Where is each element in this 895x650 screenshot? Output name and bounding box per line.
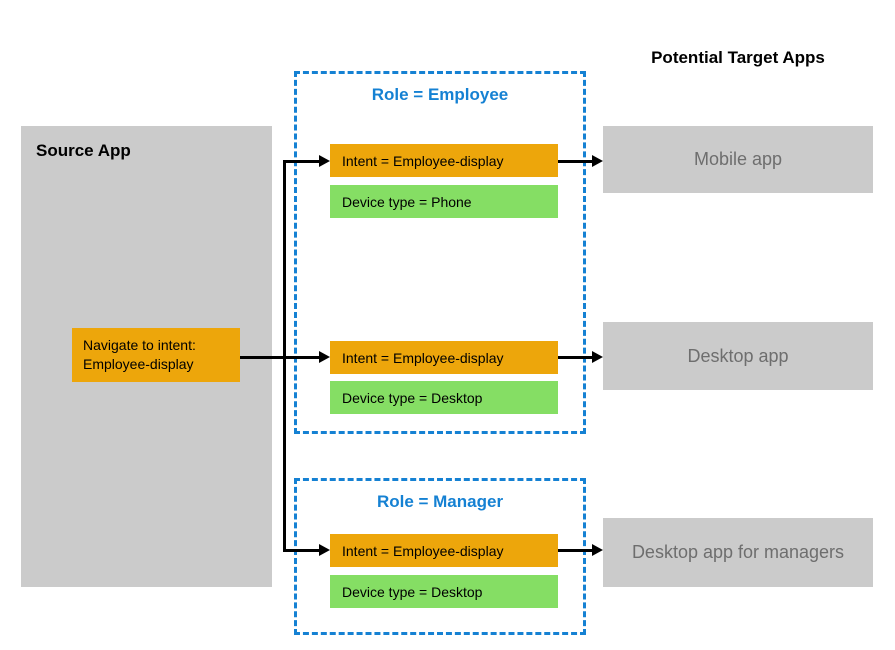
source-app-label: Source App <box>36 141 131 160</box>
role-employee-title: Role = Employee <box>371 85 509 104</box>
out-line-managers <box>558 549 593 552</box>
out-line-desktop <box>558 356 593 359</box>
navigate-line-2: Employee-display <box>83 356 194 372</box>
target-mobile-app-box: Mobile app <box>603 126 873 193</box>
role-manager-group: Role = Manager <box>294 478 586 635</box>
arrowhead-row1-icon <box>319 155 330 167</box>
target-desktop-app-box: Desktop app <box>603 322 873 390</box>
potential-target-apps-title: Potential Target Apps <box>651 48 825 67</box>
target-desktop-app-managers-label: Desktop app for managers <box>631 542 845 562</box>
navigate-to-intent-box: Navigate to intent: Employee-display <box>72 328 240 382</box>
intent-chip-row1: Intent = Employee-display <box>330 144 558 177</box>
navigate-line-1: Navigate to intent: <box>83 337 196 354</box>
branch-line-row1 <box>283 160 320 163</box>
branch-line-row3 <box>283 549 320 552</box>
device-chip-row2: Device type = Desktop <box>330 381 558 414</box>
intent-chip-row2: Intent = Employee-display <box>330 341 558 374</box>
target-mobile-app-label: Mobile app <box>693 149 783 169</box>
device-chip-row3: Device type = Desktop <box>330 575 558 608</box>
role-manager-title: Role = Manager <box>376 492 504 511</box>
arrowhead-mobile-icon <box>592 155 603 167</box>
role-employee-group: Role = Employee <box>294 71 586 434</box>
target-desktop-app-label: Desktop app <box>687 345 789 366</box>
arrowhead-row2-icon <box>319 351 330 363</box>
arrowhead-desktop-icon <box>592 351 603 363</box>
out-line-mobile <box>558 160 593 163</box>
arrowhead-managers-icon <box>592 544 603 556</box>
intent-chip-row3: Intent = Employee-display <box>330 534 558 567</box>
arrowhead-row3-icon <box>319 544 330 556</box>
branch-line-row2 <box>240 356 320 359</box>
device-chip-row1: Device type = Phone <box>330 185 558 218</box>
target-desktop-app-managers-box: Desktop app for managers <box>603 518 873 587</box>
